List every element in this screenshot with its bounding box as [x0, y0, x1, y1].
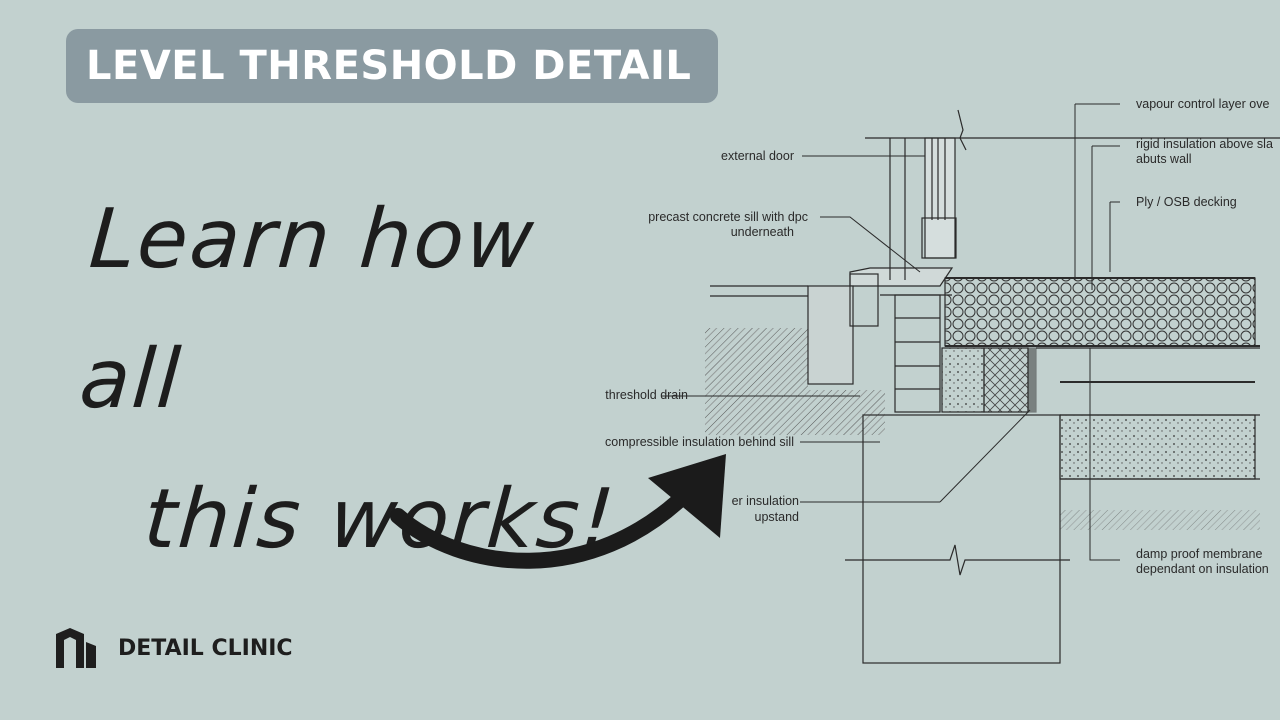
label-threshold-drain: threshold drain [605, 388, 688, 402]
curved-arrow-icon [390, 454, 726, 569]
label-compressible-insulation: compressible insulation behind sill [605, 435, 794, 449]
label-dpm-line1: damp proof membrane [1136, 547, 1263, 561]
tagline-line-1: Learn how all [76, 192, 539, 427]
label-sill-line2: underneath [731, 225, 794, 239]
title-badge: LEVEL THRESHOLD DETAIL [66, 29, 718, 103]
label-external-door: external door [721, 149, 794, 163]
label-dpm-line2: dependant on insulation [1136, 562, 1269, 576]
label-upstand-line2: upstand [755, 510, 800, 524]
page-title: LEVEL THRESHOLD DETAIL [86, 43, 692, 89]
label-vapour-control: vapour control layer ove [1136, 97, 1269, 111]
label-ply-decking: Ply / OSB decking [1136, 195, 1237, 209]
brand-name: DETAIL CLINIC [118, 635, 293, 661]
label-sill-line1: precast concrete sill with dpc [648, 210, 808, 224]
building-logo-icon [56, 628, 96, 668]
label-upstand-line1: er insulation [732, 494, 799, 508]
brand: DETAIL CLINIC [54, 626, 293, 670]
label-rigid-line2: abuts wall [1136, 152, 1192, 166]
threshold-detail-drawing: external door precast concrete sill with… [605, 97, 1280, 664]
label-rigid-line1: rigid insulation above sla [1136, 137, 1273, 151]
